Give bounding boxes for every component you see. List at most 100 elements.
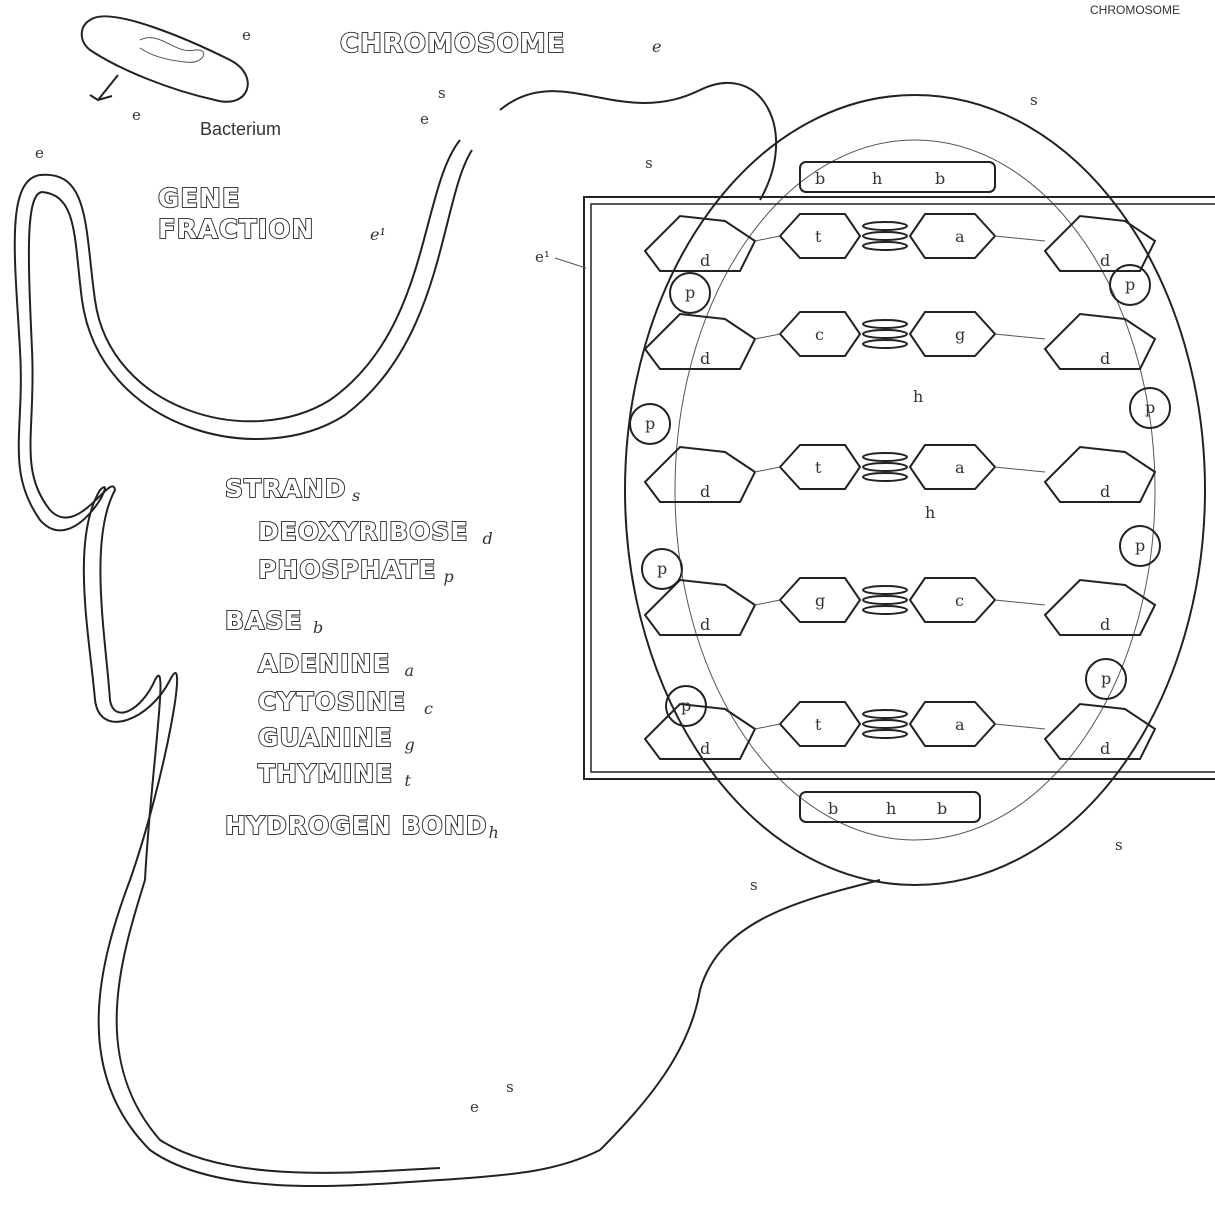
ribbon-e-marker: e — [35, 144, 44, 162]
tag-top-b-right: b — [935, 169, 945, 188]
phosphate-group: p — [642, 549, 682, 589]
sugar-d-label: d — [1100, 739, 1110, 758]
helix-s-marker-3: s — [1115, 836, 1123, 854]
phosphate-group: p — [630, 404, 670, 444]
ribbon-top-e-marker: e — [420, 110, 429, 128]
base-left-label: c — [815, 325, 824, 344]
base-right-label: a — [955, 227, 965, 246]
hydrogen-bond — [863, 242, 907, 250]
chromosome-title: CHROMOSOME — [340, 29, 565, 59]
glycosidic-bond — [995, 724, 1045, 729]
hydrogen-bond — [863, 730, 907, 738]
phosphate-p-label: p — [1101, 669, 1111, 688]
sugar-d-label: d — [700, 615, 710, 634]
sugar-d-label: d — [1100, 349, 1110, 368]
hydrogen-bond — [863, 320, 907, 328]
bacterium-e-marker: e — [242, 26, 251, 44]
base-right-label: c — [955, 591, 964, 610]
hydrogen-bond — [863, 232, 907, 240]
hydrogen-bond — [863, 473, 907, 481]
sugar-d-label: d — [700, 251, 710, 270]
phosphate-group: p — [670, 273, 710, 313]
base-right — [910, 214, 995, 258]
tag-bottom-h: h — [886, 799, 896, 818]
tag-top-h: h — [872, 169, 882, 188]
legend-label: DEOXYRIBOSE — [258, 517, 469, 546]
box-e1-marker: e¹ — [535, 248, 550, 266]
hydrogen-bond — [863, 586, 907, 594]
chromosome-title-sub: e — [652, 37, 661, 56]
legend-label: THYMINE — [258, 759, 393, 788]
helix-s-marker-1: s — [645, 154, 653, 172]
base-right-label: a — [955, 458, 965, 477]
sugar-d-label: d — [700, 349, 710, 368]
sugar-d-label: d — [1100, 482, 1110, 501]
corner-caption: CHROMOSOME — [1090, 3, 1180, 17]
phosphate-p-label: p — [645, 414, 655, 433]
phosphate-group: p — [1086, 659, 1126, 699]
sugar-d-label: d — [1100, 615, 1110, 634]
hydrogen-bond — [863, 710, 907, 718]
hydrogen-bond — [863, 340, 907, 348]
base-left-label: g — [815, 591, 825, 610]
hydrogen-bond-h-label: h — [913, 387, 923, 406]
base-pair-row: d d t a — [645, 214, 1155, 271]
tag-top-b-left: b — [815, 169, 825, 188]
hydrogen-bond-h-label: h — [925, 503, 935, 522]
legend-label: ADENINE — [258, 649, 390, 678]
legend-sub: d — [483, 529, 493, 548]
glycosidic-bond — [995, 236, 1045, 241]
glycosidic-bond — [995, 467, 1045, 472]
gene-fraction-line2: FRACTION — [158, 215, 314, 245]
phosphate-p-label: p — [681, 696, 691, 715]
base-pair-tag-top: b h b — [800, 162, 995, 192]
base-pair-tag-bottom: b h b — [800, 792, 980, 822]
hydrogen-bond — [863, 606, 907, 614]
base-left-label: t — [815, 227, 822, 246]
legend-label: PHOSPHATE — [258, 555, 436, 584]
sugar-d-label: d — [1100, 251, 1110, 270]
legend-item-hydrogen-bond: HYDROGEN BONDh — [225, 811, 499, 842]
base-right — [910, 312, 995, 356]
gene-fraction-line1: GENE — [158, 184, 241, 214]
phosphate-group: p — [1120, 526, 1160, 566]
sugar-d-label: d — [700, 739, 710, 758]
hydrogen-bond — [863, 330, 907, 338]
base-pair-row: d d g c — [645, 578, 1155, 635]
legend-label: BASE — [225, 606, 303, 635]
sugar-d-label: d — [700, 482, 710, 501]
legend-item-phosphate: PHOSPHATE p — [258, 555, 454, 586]
helix-s-marker-4: s — [750, 876, 758, 894]
ribbon-bottom-e-marker: e — [470, 1098, 479, 1116]
legend-sub: p — [444, 567, 454, 586]
phosphate-p-label: p — [657, 559, 667, 578]
base-pair-rungs: ddtaddcgddtaddgcddtapppppppphh — [630, 214, 1170, 759]
hydrogen-bond — [863, 222, 907, 230]
glycosidic-bond — [995, 600, 1045, 605]
legend-item-deoxyribose: DEOXYRIBOSE d — [258, 517, 493, 548]
base-pair-row: d d c g — [645, 312, 1155, 369]
helix-s-marker-2: s — [1030, 91, 1038, 109]
legend-label: HYDROGEN BOND — [225, 811, 488, 840]
hydrogen-bond — [863, 453, 907, 461]
phosphate-p-label: p — [1135, 536, 1145, 555]
legend-label: STRAND — [225, 474, 346, 503]
base-right — [910, 578, 995, 622]
glycosidic-bond — [755, 467, 780, 472]
hydrogen-bond — [863, 463, 907, 471]
hydrogen-bond — [863, 720, 907, 728]
base-right — [910, 445, 995, 489]
legend-label: CYTOSINE — [258, 687, 406, 716]
legend-item-thymine: THYMINE t — [258, 759, 412, 790]
legend-sub: t — [405, 771, 412, 790]
base-left-label: t — [815, 458, 822, 477]
base-right-label: a — [955, 715, 965, 734]
legend-sub: a — [405, 661, 415, 680]
base-right-label: g — [955, 325, 965, 344]
legend-label: GUANINE — [258, 723, 393, 752]
gene-fraction-box: e¹ — [535, 197, 1215, 779]
chromosome-ribbon: e e s e s — [15, 84, 600, 1186]
